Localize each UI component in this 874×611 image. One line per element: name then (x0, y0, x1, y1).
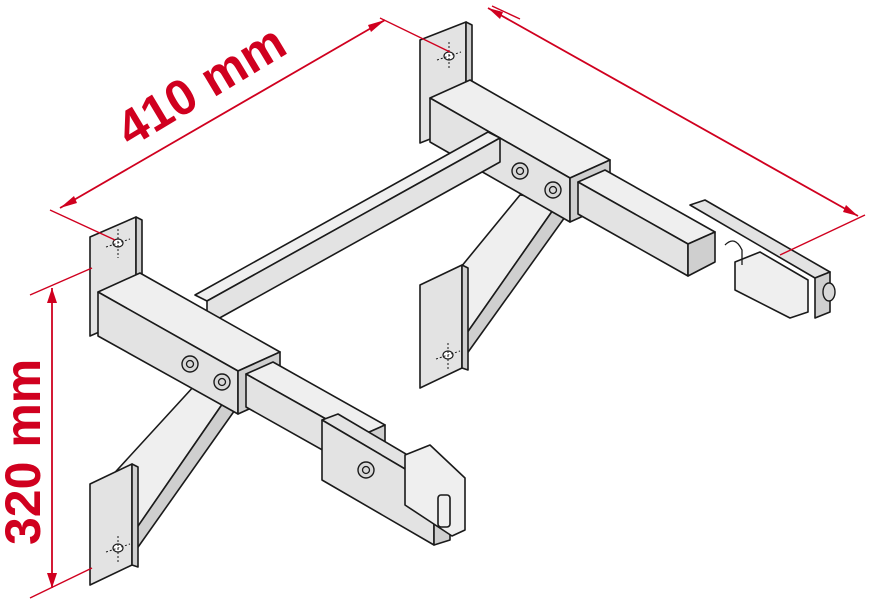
back-inner-tube (577, 169, 716, 277)
height-dimension: 320 mm (0, 267, 93, 599)
back-bottom-plate (419, 264, 469, 389)
back-clamp (689, 199, 836, 319)
height-dimension-label: 320 mm (0, 359, 51, 545)
front-clamp (321, 413, 466, 546)
front-arm-tube (97, 272, 281, 415)
width-dimension-label: 410 mm (107, 14, 295, 158)
front-bottom-plate (89, 463, 139, 586)
